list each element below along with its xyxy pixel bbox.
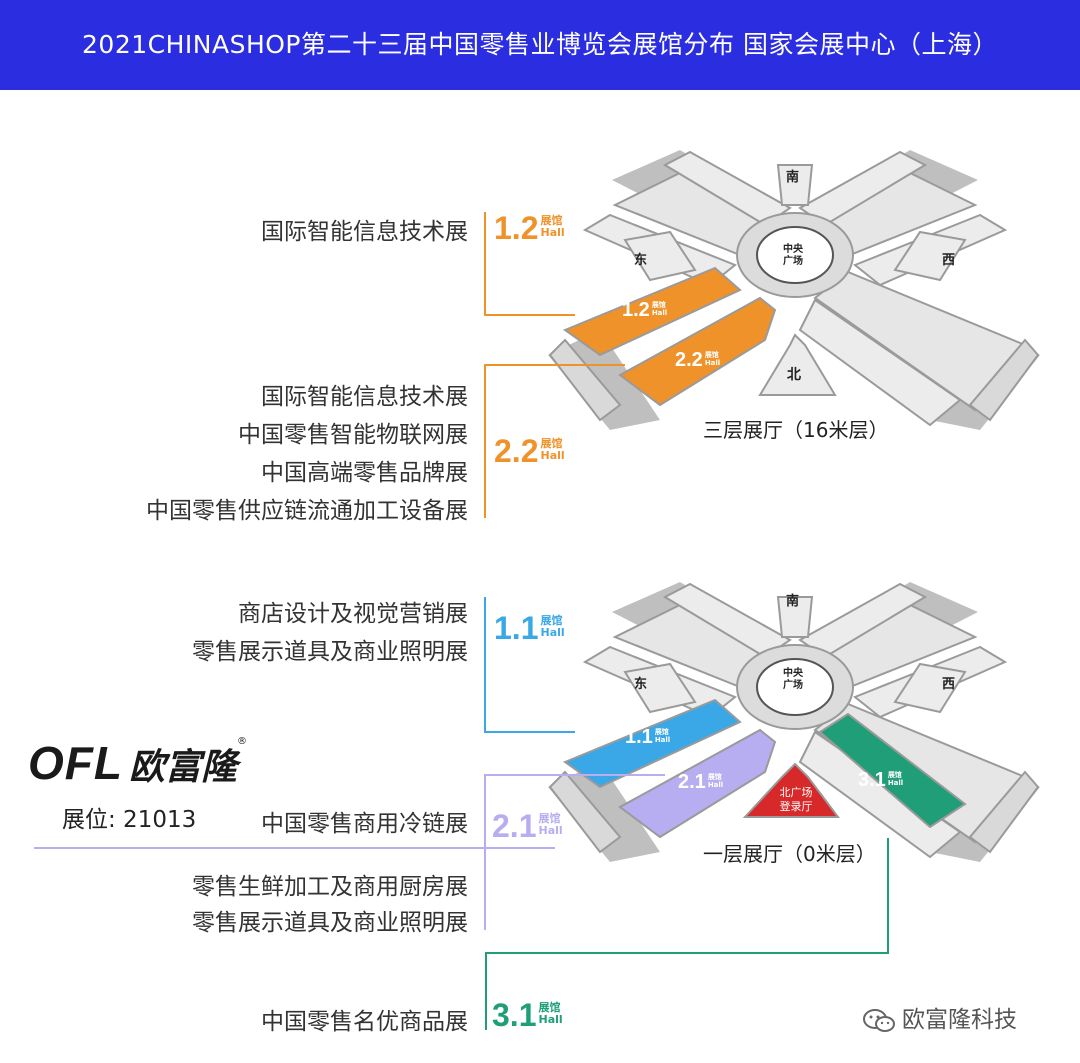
wechat-icon <box>863 1008 895 1032</box>
h22-exhibit-3: 中国零售供应链流通加工设备展 <box>146 498 468 524</box>
h22-exhibit-2: 中国高端零售品牌展 <box>261 460 468 486</box>
central-plaza-label-upper: 中央广场 <box>783 244 803 267</box>
h31-exhibit-0: 中国零售名优商品展 <box>261 1009 468 1035</box>
north-gate-upper <box>758 333 837 396</box>
header-banner: 2021CHINASHOP第二十三届中国零售业博览会展馆分布 国家会展中心（上海… <box>0 0 1080 90</box>
north-label-upper: 北 <box>787 367 801 383</box>
west-label-lower: 西 <box>942 677 956 692</box>
lower-floor-label: 一层展厅（0米层） <box>703 842 876 866</box>
north-plaza-shape <box>742 762 840 818</box>
h12-exhibit-0: 国际智能信息技术展 <box>261 219 468 245</box>
east-label-lower: 东 <box>634 677 648 692</box>
hall-2-1-shape <box>618 728 777 839</box>
logo-brand: OFL <box>28 737 123 789</box>
south-label-upper: 南 <box>786 170 800 185</box>
central-plaza-label-lower: 中央广场 <box>783 668 803 691</box>
h21-exhibit-0: 中国零售商用冷链展 <box>261 811 468 837</box>
logo-cn: 欧富隆 <box>128 747 237 788</box>
hall-1-1-shape <box>562 698 742 789</box>
hall-2-2-shape <box>618 296 777 407</box>
lower-venue-map <box>547 581 1041 863</box>
connector-lines <box>484 212 889 1030</box>
east-label-upper: 东 <box>634 253 648 268</box>
south-label-lower: 南 <box>786 594 800 609</box>
page-title: 2021CHINASHOP第二十三届中国零售业博览会展馆分布 国家会展中心（上海… <box>82 30 998 59</box>
west-label-upper: 西 <box>942 253 956 268</box>
h21-exhibit-1: 零售生鲜加工及商用厨房展 <box>192 874 468 900</box>
h21-exhibit-2: 零售展示道具及商业照明展 <box>192 910 468 936</box>
north-plaza-label: 北广场登录厅 <box>779 786 813 813</box>
upper-venue-map <box>547 149 1041 431</box>
h22-exhibit-1: 中国零售智能物联网展 <box>238 422 468 448</box>
hall-3-1-shape <box>818 712 967 829</box>
h11-exhibit-1: 零售展示道具及商业照明展 <box>192 639 468 665</box>
hall-1-2-shape <box>562 266 742 357</box>
h22-exhibit-0: 国际智能信息技术展 <box>261 384 468 410</box>
h11-exhibit-0: 商店设计及视觉营销展 <box>238 601 468 627</box>
logo-registered: ® <box>237 736 247 747</box>
watermark-text: 欧富隆科技 <box>902 1007 1017 1033</box>
wechat-watermark: 欧富隆科技 <box>862 1000 1017 1034</box>
upper-floor-label: 三层展厅（16米层） <box>703 418 889 442</box>
booth-number: 展位: 21013 <box>62 807 197 833</box>
